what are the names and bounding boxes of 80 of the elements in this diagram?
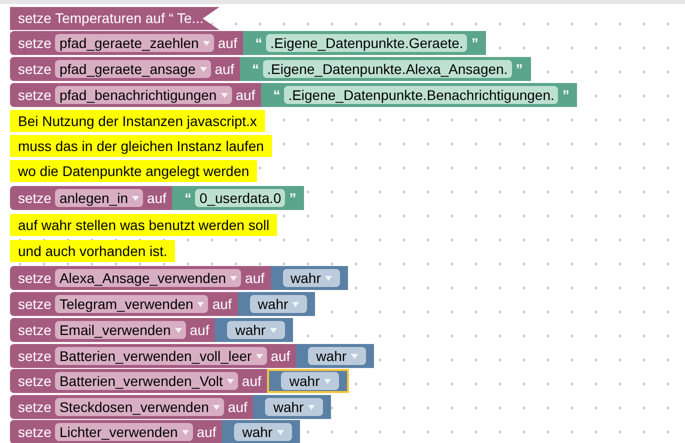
keyword-text: auf [212,294,232,314]
variable-dropdown: pfad_geraete_ansage [55,60,211,78]
boolean-value-block [296,344,374,368]
boolean-dropdown: wahr [282,269,340,287]
comment-block: auf wahr stellen was benutzt werden soll [10,214,278,236]
text-field: .Eigene_Datenpunkte.Geraete. [266,34,468,52]
text-value-block [243,31,486,55]
quote-mark: “ [255,34,262,52]
set-variable-block [10,186,174,210]
boolean-dropdown: wahr [227,321,285,339]
variable-dropdown: anlegen_in [55,189,143,207]
variable-dropdown: pfad_benachrichtigungen [55,86,232,104]
keyword-text: auf [245,268,265,288]
keyword-text: auf [228,398,248,416]
text-field: .Eigene_Datenpunkte.Alexa_Ansagen. [263,60,512,78]
variable-dropdown: Lichter_verwenden [55,423,193,441]
set-variable-block [10,369,270,393]
variable-dropdown: pfad_geraete_zaehlen [55,34,214,52]
set-variable-block [10,83,264,107]
boolean-value-block [270,266,348,290]
comment-block: Bei Nutzung der Instanzen javascript.x [10,110,265,132]
keyword-text: auf [196,422,216,442]
text-field: 0_userdata.0 [195,189,286,207]
set-variable-block [10,57,242,81]
boolean-dropdown: wahr [308,347,366,365]
keyword-text: auf [270,346,290,366]
set-variable-block [10,318,218,342]
quote-mark: ” [516,60,523,78]
keyword-text: auf [146,188,166,208]
text-field: .Eigene_Datenpunkte.Benachrichtigungen. [284,86,558,104]
set-variable-block [10,420,224,443]
set-variable-block [10,344,298,368]
boolean-value-block [267,369,349,393]
set-variable-block [10,266,273,290]
keyword-text: setze [18,34,52,52]
keyword-text: setze [18,372,52,390]
quote-mark: “ [252,60,260,78]
boolean-value-block [253,395,331,419]
keyword-text: setze [18,398,52,416]
variable-dropdown: Telegram_verwenden [55,295,208,313]
keyword-text: auf [236,86,256,104]
keyword-text: setze [18,268,52,288]
boolean-value-block [215,318,293,342]
boolean-dropdown: wahr [234,423,292,441]
keyword-text: setze [18,60,52,78]
keyword-text: auf [218,34,238,52]
collapsed-block: setze Temperaturen auf “ Te... [10,7,220,30]
variable-dropdown: Steckdosen_verwenden [55,398,224,416]
boolean-dropdown: wahr [265,398,323,416]
comment-block: und auch vorhanden ist. [10,240,176,262]
quote-mark: ” [289,188,296,208]
comment-block: wo die Datenpunkte angelegt werden [10,160,258,182]
text-value-block [240,57,531,81]
keyword-text: setze [18,294,52,314]
set-variable-block [10,395,256,419]
keyword-text: auf [214,60,234,78]
variable-dropdown: Batterien_verwenden_voll_leer [55,347,267,365]
set-variable-block [10,31,246,55]
keyword-text: auf [242,372,262,390]
variable-dropdown: Batterien_verwenden_Volt [55,372,238,390]
quote-mark: ” [471,34,478,52]
variable-dropdown: Email_verwenden [55,321,186,339]
boolean-dropdown: wahr [250,295,308,313]
keyword-text: setze [18,320,52,340]
quote-mark: “ [184,188,192,208]
set-variable-block [10,292,240,316]
quote-mark: ” [562,86,570,104]
keyword-text: setze [18,346,52,366]
comment-block: muss das in der gleichen Instanz laufen [10,135,272,157]
keyword-text: setze [18,86,52,104]
keyword-text: setze [18,422,52,442]
boolean-value-block [238,292,316,316]
boolean-value-block [222,420,300,443]
keyword-text: auf [190,320,210,340]
boolean-dropdown: wahr [281,372,339,390]
variable-dropdown: Alexa_Ansage_verwenden [55,269,242,287]
keyword-text: setze [18,188,52,208]
text-value-block [172,186,304,210]
text-value-block [261,83,578,107]
quote-mark: “ [273,86,280,104]
